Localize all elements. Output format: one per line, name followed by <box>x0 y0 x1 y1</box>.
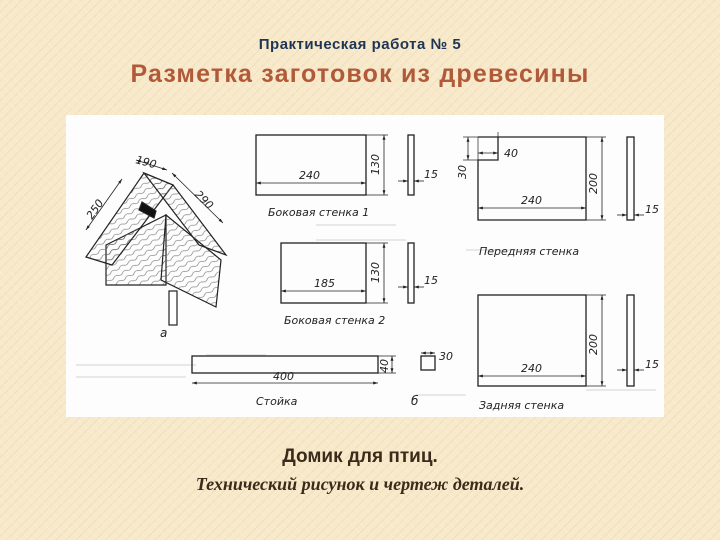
side-wall-1 <box>255 134 424 196</box>
label-fig-a: а <box>160 326 167 340</box>
dim-250: 250 <box>84 197 107 222</box>
background-ghost-text <box>76 224 656 396</box>
side2-label: Боковая стенка 2 <box>284 314 385 327</box>
side1-label: Боковая стенка 1 <box>268 206 369 219</box>
caption-title: Домик для птиц. <box>282 446 438 467</box>
back-height: 200 <box>587 334 600 355</box>
back-thickness: 15 <box>645 358 659 371</box>
side-wall-2 <box>280 242 424 304</box>
back-width: 240 <box>521 362 542 375</box>
side2-height: 130 <box>369 262 382 283</box>
slide-subtitle: Практическая работа № 5 <box>258 36 462 53</box>
slide-title: Разметка заготовок из древесины <box>130 60 590 88</box>
side1-thickness: 15 <box>424 168 438 181</box>
back-label: Задняя стенка <box>479 399 564 412</box>
front-width: 240 <box>521 194 542 207</box>
birdhouse-sketch <box>85 159 228 326</box>
front-notch-width: 40 <box>504 147 518 160</box>
post-height: 40 <box>378 359 391 373</box>
dim-190: 190 <box>134 153 158 171</box>
label-fig-b: б <box>411 394 419 408</box>
front-thickness: 15 <box>645 203 659 216</box>
side2-thickness: 15 <box>424 274 438 287</box>
side1-height: 130 <box>369 154 382 175</box>
dim-290: 290 <box>192 188 216 212</box>
side1-width: 240 <box>299 169 320 182</box>
front-notch-height: 30 <box>456 165 469 179</box>
technical-drawing: 190 290 250 а 240 130 15 Боковая стенка … <box>66 115 664 417</box>
side2-width: 185 <box>314 277 335 290</box>
post-length: 400 <box>273 370 294 383</box>
front-label: Передняя стенка <box>479 245 579 258</box>
post-part <box>191 351 436 385</box>
front-height: 200 <box>587 173 600 194</box>
back-wall <box>477 294 644 387</box>
post-section: 30 <box>439 350 453 363</box>
caption-subtitle: Технический рисунок и чертеж деталей. <box>195 474 525 494</box>
post-label: Стойка <box>256 395 298 408</box>
front-wall <box>463 132 644 221</box>
